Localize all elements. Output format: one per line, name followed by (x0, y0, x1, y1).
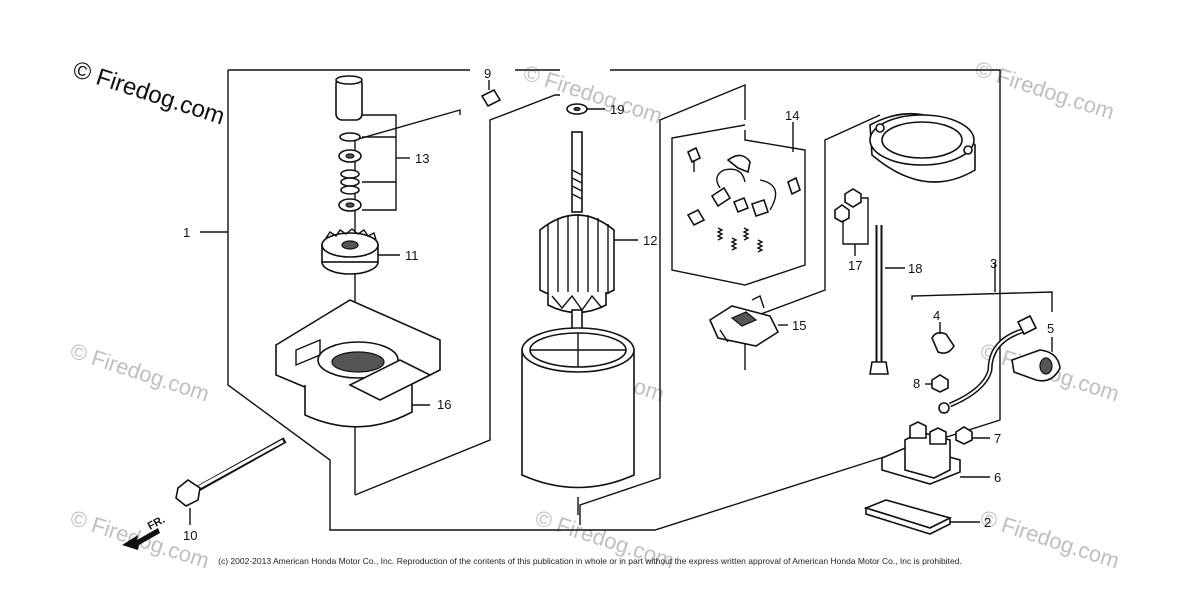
svg-text:10: 10 (183, 528, 197, 543)
svg-text:2: 2 (984, 515, 991, 530)
part-13-pinion-stop-set: 13 (335, 75, 429, 212)
part-14-brush-set: 14 (671, 108, 806, 286)
svg-text:17: 17 (848, 258, 862, 273)
callout-1: 1 (183, 225, 228, 240)
svg-text:8: 8 (913, 376, 920, 391)
part-17-nuts: 17 (834, 188, 869, 273)
part-3-cable: 3 (911, 256, 1053, 414)
svg-text:7: 7 (994, 431, 1001, 446)
front-direction-arrow: FR. (122, 514, 167, 550)
svg-text:11: 11 (405, 248, 419, 263)
part-6-starter-solenoid: 6 (881, 421, 1001, 485)
svg-text:9: 9 (484, 66, 491, 81)
svg-text:18: 18 (908, 261, 922, 276)
part-2-mounting-bracket: 2 (863, 499, 991, 535)
part-9-dowel-pin: 9 (480, 66, 502, 108)
rear-cover (869, 113, 976, 183)
svg-text:3: 3 (990, 256, 997, 271)
part-8-nut: 8 (913, 374, 949, 393)
part-18-through-bolt: 18 (869, 225, 922, 375)
svg-text:14: 14 (785, 108, 799, 123)
part-11-pinion-gear: 11 (321, 228, 419, 275)
svg-text:4: 4 (933, 308, 940, 323)
svg-text:13: 13 (415, 151, 429, 166)
part-16-front-bracket: 16 (275, 299, 451, 428)
svg-text:12: 12 (643, 233, 657, 248)
part-19-washer: 19 (566, 102, 624, 117)
part-12-armature: 12 (539, 131, 657, 335)
svg-text:1: 1 (183, 225, 190, 240)
part-4-terminal-cap: 4 (931, 308, 955, 354)
part-15-brush-holder: 15 (708, 295, 806, 347)
motor-yoke (521, 327, 635, 515)
svg-text:16: 16 (437, 397, 451, 412)
svg-text:15: 15 (792, 318, 806, 333)
svg-text:19: 19 (610, 102, 624, 117)
part-5-rubber-boot: 5 (1011, 321, 1061, 382)
part-7-nut: 7 (955, 426, 1001, 446)
svg-text:5: 5 (1047, 321, 1054, 336)
svg-text:6: 6 (994, 470, 1001, 485)
copyright-notice: (c) 2002-2013 American Honda Motor Co., … (218, 556, 962, 566)
svg-text:FR.: FR. (146, 514, 167, 533)
part-10-through-bolt: 10 (175, 437, 287, 543)
